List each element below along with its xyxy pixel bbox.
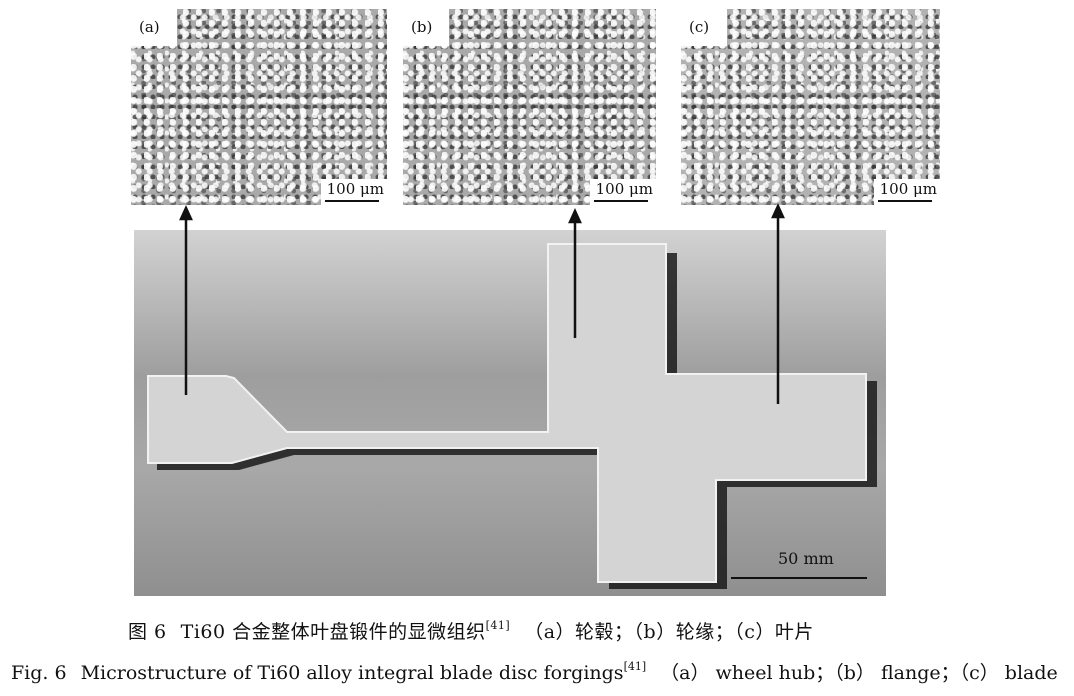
caption-en-title: Microstructure of Ti60 alloy integral bl… (80, 662, 624, 684)
arrow-c (771, 202, 785, 404)
micrograph-c: (c) 100 μm (681, 9, 940, 205)
micrograph-b: (b) 100 μm (403, 9, 656, 205)
panel-label-b: (b) (403, 9, 449, 46)
scale-box-c: 100 μm (874, 179, 940, 205)
forging-cross-section-photo (134, 230, 886, 596)
scale-bar-a (325, 200, 379, 202)
forging-scale-label: 50 mm (778, 549, 834, 568)
caption-cn-figure: 图 6 (128, 621, 167, 643)
caption-cn-title: Ti60 合金整体叶盘锻件的显微组织 (180, 621, 486, 643)
caption-cn-ref: [41] (485, 619, 511, 632)
forging-part (147, 243, 867, 583)
scale-box-a: 100 μm (321, 179, 387, 205)
panel-label-c: (c) (681, 9, 727, 46)
panel-label-a: (a) (131, 9, 177, 46)
scale-box-b: 100 μm (590, 179, 656, 205)
micrograph-a: (a) 100 μm (131, 9, 387, 205)
scale-bar-c (878, 200, 932, 202)
caption-en-figure: Fig. 6 (11, 662, 67, 684)
scale-label-c: 100 μm (879, 180, 937, 198)
caption-cn-parts: （a）轮毂；（b）轮缘；（c）叶片 (524, 621, 814, 643)
caption-en-parts: （a） wheel hub；（b） flange；（c） blade (660, 662, 1058, 684)
scale-label-b: 100 μm (595, 180, 653, 198)
forging-cross-section-svg (147, 243, 877, 589)
caption-chinese: 图 6 Ti60 合金整体叶盘锻件的显微组织[41] （a）轮毂；（b）轮缘；（c）… (128, 617, 814, 644)
arrow-a (179, 204, 193, 395)
scale-label-a: 100 μm (326, 180, 384, 198)
caption-en-ref: [41] (623, 660, 647, 673)
forging-scale-bar (731, 577, 867, 579)
arrow-b (568, 207, 582, 338)
caption-english: Fig. 6 Microstructure of Ti60 alloy integ… (11, 658, 1058, 685)
scale-bar-b (594, 200, 648, 202)
